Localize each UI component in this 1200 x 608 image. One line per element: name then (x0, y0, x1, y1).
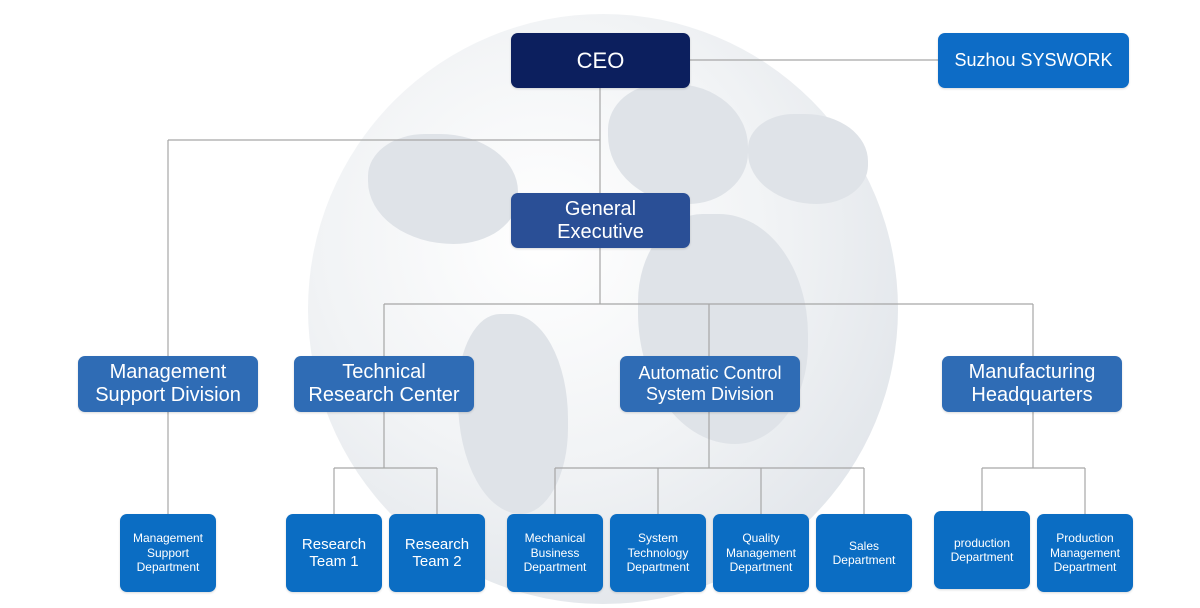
dept-label: Quality Management Department (725, 531, 797, 575)
division-box-technical-research[interactable]: Technical Research Center (294, 356, 474, 412)
division-label: Automatic Control System Division (638, 363, 782, 404)
ceo-box[interactable]: CEO (511, 33, 690, 88)
globe-background (308, 14, 898, 604)
continent-shape (368, 134, 518, 244)
dept-label: Sales Department (832, 538, 896, 567)
dept-box-research-team-2[interactable]: Research Team 2 (389, 514, 485, 592)
dept-label: Research Team 1 (301, 535, 367, 570)
dept-label: Mechanical Business Department (523, 531, 587, 575)
continent-shape (458, 314, 568, 514)
dept-label: Production Management Department (1049, 531, 1121, 575)
dept-box-sales[interactable]: Sales Department (816, 514, 912, 592)
dept-box-research-team-1[interactable]: Research Team 1 (286, 514, 382, 592)
general-executive-box[interactable]: General Executive (511, 193, 690, 248)
division-box-manufacturing[interactable]: Manufacturing Headquarters (942, 356, 1122, 412)
division-label: Management Support Division (95, 361, 241, 406)
dept-box-mechanical-business[interactable]: Mechanical Business Department (507, 514, 603, 592)
ceo-label: CEO (576, 47, 625, 73)
continent-shape (748, 114, 868, 204)
affiliate-box[interactable]: Suzhou SYSWORK (938, 33, 1129, 88)
dept-label: Management Support Department (132, 531, 204, 575)
dept-box-production-management[interactable]: Production Management Department (1037, 514, 1133, 592)
dept-label: System Technology Department (626, 531, 690, 575)
division-box-management-support[interactable]: Management Support Division (78, 356, 258, 412)
affiliate-label: Suzhou SYSWORK (954, 50, 1113, 71)
division-box-automatic-control[interactable]: Automatic Control System Division (620, 356, 800, 412)
division-label: Technical Research Center (308, 361, 460, 406)
general-executive-label: General Executive (557, 197, 644, 243)
dept-box-quality-management[interactable]: Quality Management Department (713, 514, 809, 592)
division-label: Manufacturing Headquarters (968, 361, 1096, 406)
dept-label: Research Team 2 (404, 535, 470, 570)
dept-box-management-support[interactable]: Management Support Department (120, 514, 216, 592)
dept-label: production Department (950, 535, 1014, 564)
continent-shape (608, 84, 748, 204)
dept-box-production[interactable]: production Department (934, 511, 1030, 589)
dept-box-system-technology[interactable]: System Technology Department (610, 514, 706, 592)
